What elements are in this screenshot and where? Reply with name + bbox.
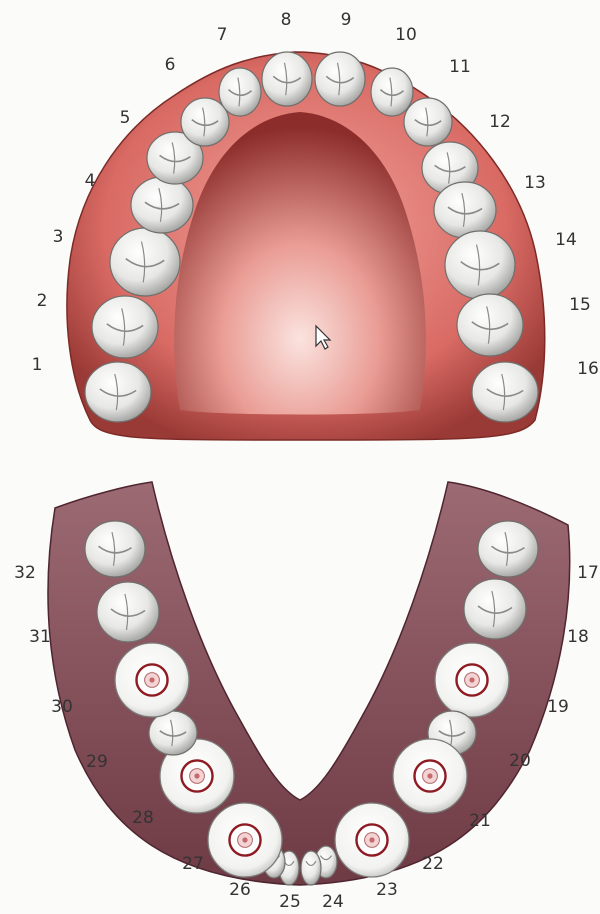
tooth-15: [457, 294, 523, 356]
tooth-number-1: 1: [32, 355, 43, 375]
implant-tooth-19: [435, 643, 509, 717]
tooth-number-10: 10: [395, 25, 417, 45]
tooth-number-15: 15: [569, 295, 591, 315]
tooth-number-6: 6: [165, 55, 176, 75]
tooth-number-11: 11: [449, 57, 471, 77]
tooth-8: [262, 52, 312, 106]
tooth-number-24: 24: [322, 892, 344, 912]
tooth-10: [371, 68, 413, 116]
implant-tooth-30: [115, 643, 189, 717]
tooth-number-22: 22: [422, 854, 444, 874]
tooth-32: [85, 521, 145, 577]
tooth-16: [472, 362, 538, 422]
tooth-number-7: 7: [217, 25, 228, 45]
tooth-number-14: 14: [555, 230, 577, 250]
tooth-number-18: 18: [567, 627, 589, 647]
implant-tooth-22: [335, 803, 409, 877]
tooth-number-29: 29: [86, 752, 108, 772]
tooth-number-20: 20: [509, 751, 531, 771]
lower-arch: 17 18 19 20 21 22 23 24 25 26 27 28 29 30 31 32: [14, 482, 599, 912]
tooth-number-26: 26: [229, 880, 251, 900]
implant-tooth-27: [208, 803, 282, 877]
tooth-7: [219, 68, 261, 116]
tooth-14: [445, 231, 515, 299]
tooth-29: [149, 711, 197, 755]
tooth-number-4: 4: [85, 171, 96, 191]
tooth-4: [131, 177, 193, 233]
tooth-13: [434, 182, 496, 238]
tooth-18: [464, 579, 526, 639]
tooth-number-5: 5: [120, 108, 131, 128]
tooth-9: [315, 52, 365, 106]
tooth-number-16: 16: [577, 359, 599, 379]
tooth-number-28: 28: [132, 808, 154, 828]
implant-tooth-21: [393, 739, 467, 813]
tooth-number-23: 23: [376, 880, 398, 900]
tooth-number-13: 13: [524, 173, 546, 193]
tooth-24: [301, 851, 321, 885]
tooth-number-31: 31: [29, 627, 51, 647]
tooth-number-27: 27: [182, 854, 204, 874]
tooth-number-17: 17: [577, 563, 599, 583]
tooth-1: [85, 362, 151, 422]
tooth-number-8: 8: [281, 10, 292, 30]
tooth-11: [404, 98, 452, 146]
tooth-number-30: 30: [51, 697, 73, 717]
tooth-number-25: 25: [279, 892, 301, 912]
tooth-number-9: 9: [341, 10, 352, 30]
tooth-2: [92, 296, 158, 358]
tooth-number-19: 19: [547, 697, 569, 717]
tooth-number-2: 2: [37, 291, 48, 311]
tooth-number-21: 21: [469, 811, 491, 831]
tooth-3: [110, 228, 180, 296]
tooth-number-12: 12: [489, 112, 511, 132]
tooth-17: [478, 521, 538, 577]
tooth-31: [97, 582, 159, 642]
tooth-number-32: 32: [14, 563, 36, 583]
tooth-number-3: 3: [53, 227, 64, 247]
